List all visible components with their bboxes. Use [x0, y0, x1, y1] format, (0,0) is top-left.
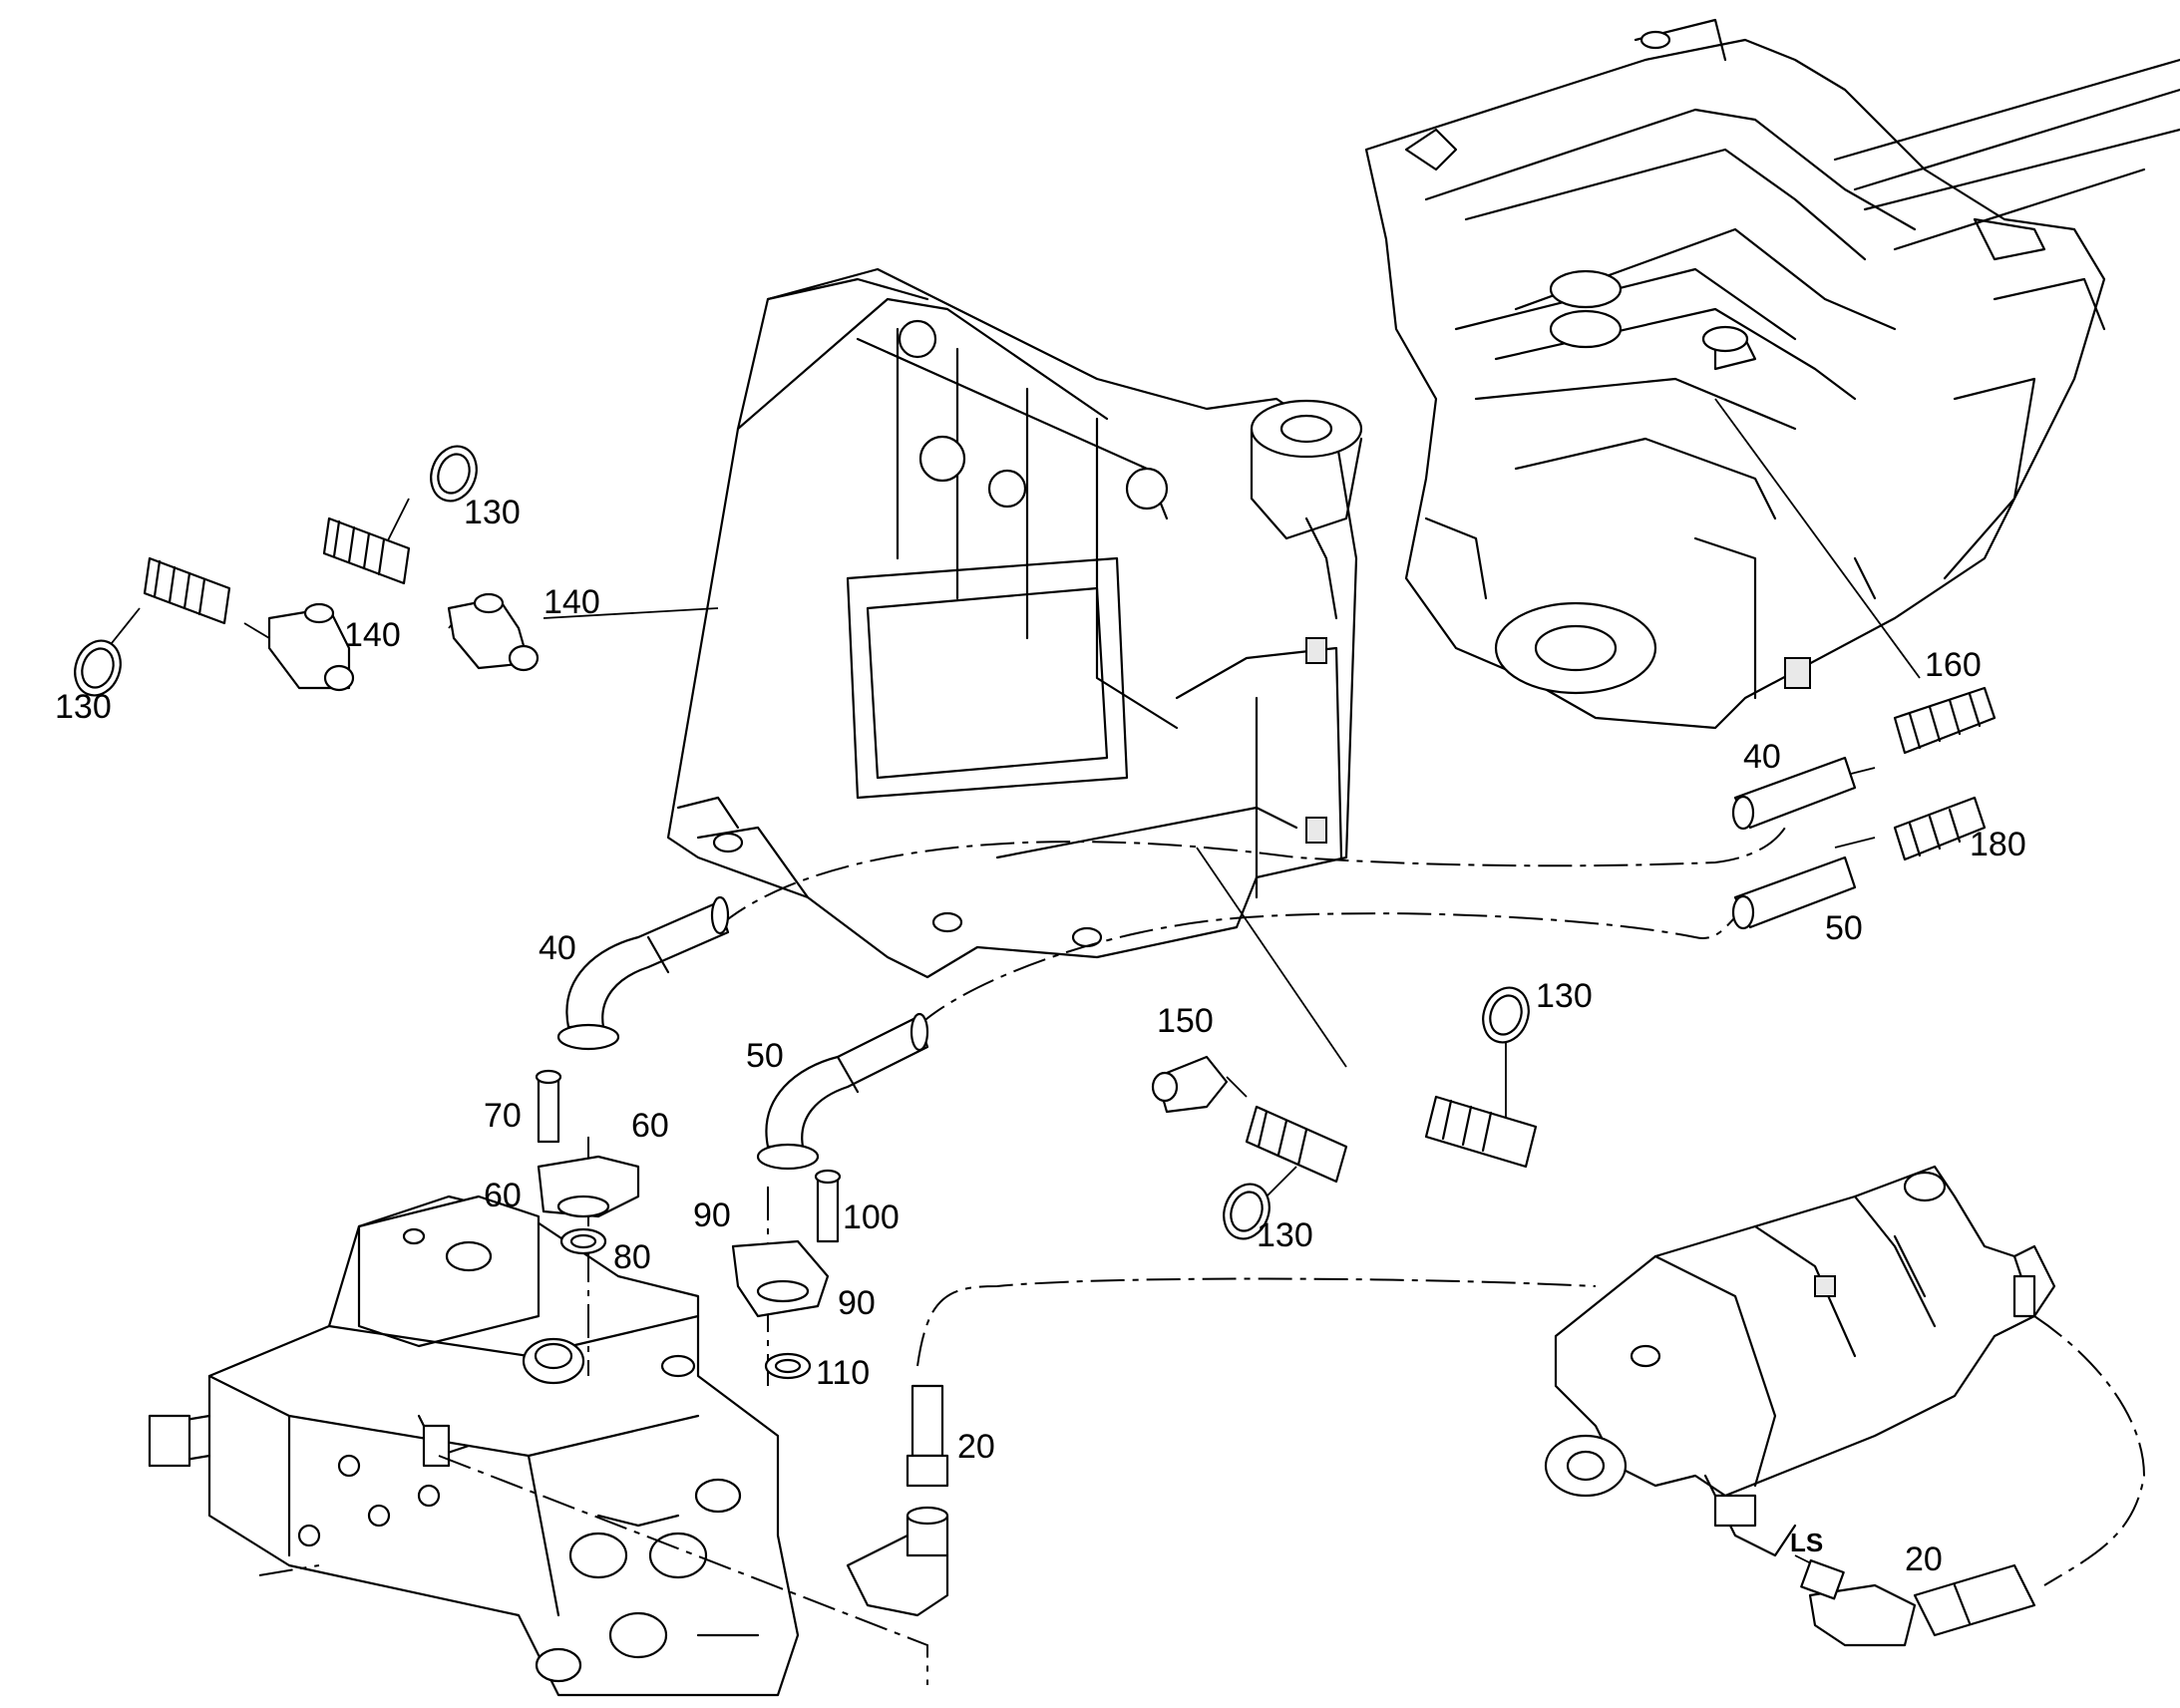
callout-20-valve: 20 [957, 1428, 995, 1466]
callout-160: 160 [1925, 646, 1982, 684]
callout-90-left: 90 [693, 1196, 731, 1234]
callout-140-right: 140 [544, 583, 600, 621]
loader-frame [666, 267, 1363, 979]
callout-130-center-right: 130 [1536, 977, 1593, 1015]
ls-port-label: LS [1790, 1528, 1823, 1557]
rear-frame [1364, 18, 2180, 730]
hose-end-50 [756, 1012, 929, 1171]
fitting-group-right [1731, 686, 1997, 930]
hose-end-40 [556, 895, 730, 1051]
hose-20-parts [846, 1384, 2036, 1647]
callout-140-left: 140 [344, 616, 401, 654]
hose-routes [258, 827, 2146, 1685]
callout-130-top: 130 [464, 494, 521, 531]
callout-labels: 130 130 140 140 160 40 180 50 130 40 50 … [55, 494, 2026, 1578]
callout-60-right: 60 [631, 1107, 669, 1145]
callout-150: 150 [1157, 1002, 1214, 1040]
callout-70: 70 [484, 1097, 522, 1135]
callout-60-left: 60 [484, 1177, 522, 1214]
callout-50-left: 50 [746, 1037, 784, 1075]
callout-130-left: 130 [55, 688, 112, 726]
callout-180: 180 [1970, 826, 2026, 863]
callout-20-pump: 20 [1905, 1540, 1943, 1578]
callout-40-right: 40 [1743, 738, 1781, 776]
flange-clamps [535, 1069, 842, 1380]
callout-90-right: 90 [838, 1284, 876, 1322]
callout-100: 100 [843, 1198, 900, 1236]
fitting-group-center [1151, 986, 1538, 1240]
hydraulic-pump [1544, 1165, 2056, 1557]
callout-40-left: 40 [539, 929, 576, 967]
callout-110: 110 [816, 1354, 870, 1392]
fitting-group-left [74, 445, 540, 697]
callout-50-right: 50 [1825, 909, 1863, 947]
control-valve-block [148, 1195, 800, 1697]
leader-lines [99, 398, 1921, 1566]
callout-80: 80 [613, 1238, 651, 1276]
callout-130-center-bottom: 130 [1257, 1216, 1313, 1254]
